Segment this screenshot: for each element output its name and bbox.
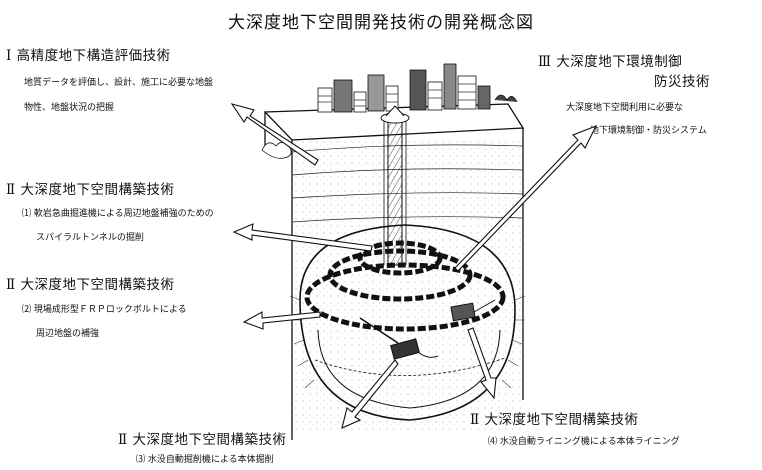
section-2-3-heading: Ⅱ 大深度地下空間構築技術 bbox=[118, 432, 287, 448]
section-2-1-heading: Ⅱ 大深度地下空間構築技術 bbox=[6, 182, 175, 198]
vertical-shaft bbox=[380, 105, 410, 266]
section-3-line-2: 地下環境制御・防災システム bbox=[590, 126, 707, 136]
section-3-line-1: 大深度地下空間利用に必要な bbox=[566, 103, 684, 113]
section-2-2-heading: Ⅱ 大深度地下空間構築技術 bbox=[6, 277, 175, 293]
arrow-section-3 bbox=[454, 124, 598, 272]
section-2-4-line-1: ⑷ 水没自動ライニング機による本体ライニング bbox=[488, 437, 680, 447]
arrow-section-1 bbox=[230, 103, 319, 166]
lining-machine bbox=[450, 299, 496, 322]
page-title: 大深度地下空間開発技術の開発概念図 bbox=[228, 13, 534, 33]
section-2-1-line-2: スパイラルトンネルの掘削 bbox=[36, 233, 144, 243]
excavation-machine bbox=[359, 317, 439, 360]
spiral-tunnel bbox=[304, 240, 506, 332]
section-1-line-2: 物性、地盤状況の把握 bbox=[24, 103, 115, 113]
section-2-2-line-2: 周辺地盤の補強 bbox=[36, 329, 100, 339]
section-3-heading: Ⅲ 大深度地下環境制御 bbox=[538, 54, 683, 70]
section-2-1-line-1: ⑴ 軟岩急曲掘進機による周辺地盤補強のための bbox=[22, 209, 214, 219]
cavern bbox=[299, 224, 516, 421]
arrows bbox=[230, 103, 598, 429]
arrow-section-2-2 bbox=[242, 311, 321, 330]
arrow-section-2-4 bbox=[467, 327, 497, 400]
city-skyline bbox=[317, 63, 518, 113]
arrow-section-2-3 bbox=[341, 359, 399, 429]
section-3-heading-2: 防災技術 bbox=[654, 74, 710, 90]
section-1-heading: Ⅰ 高精度地下構造評価技術 bbox=[6, 48, 171, 64]
section-2-3-line-1: ⑶ 水没自動掘削機による本体掘削 bbox=[136, 455, 274, 465]
arrow-section-2-1 bbox=[232, 223, 373, 252]
section-2-2-line-1: ⑵ 現場成形型ＦＲＰロックボルトによる bbox=[22, 305, 187, 315]
section-1-line-1: 地質データを評価し、設計、施工に必要な地盤 bbox=[24, 78, 214, 88]
